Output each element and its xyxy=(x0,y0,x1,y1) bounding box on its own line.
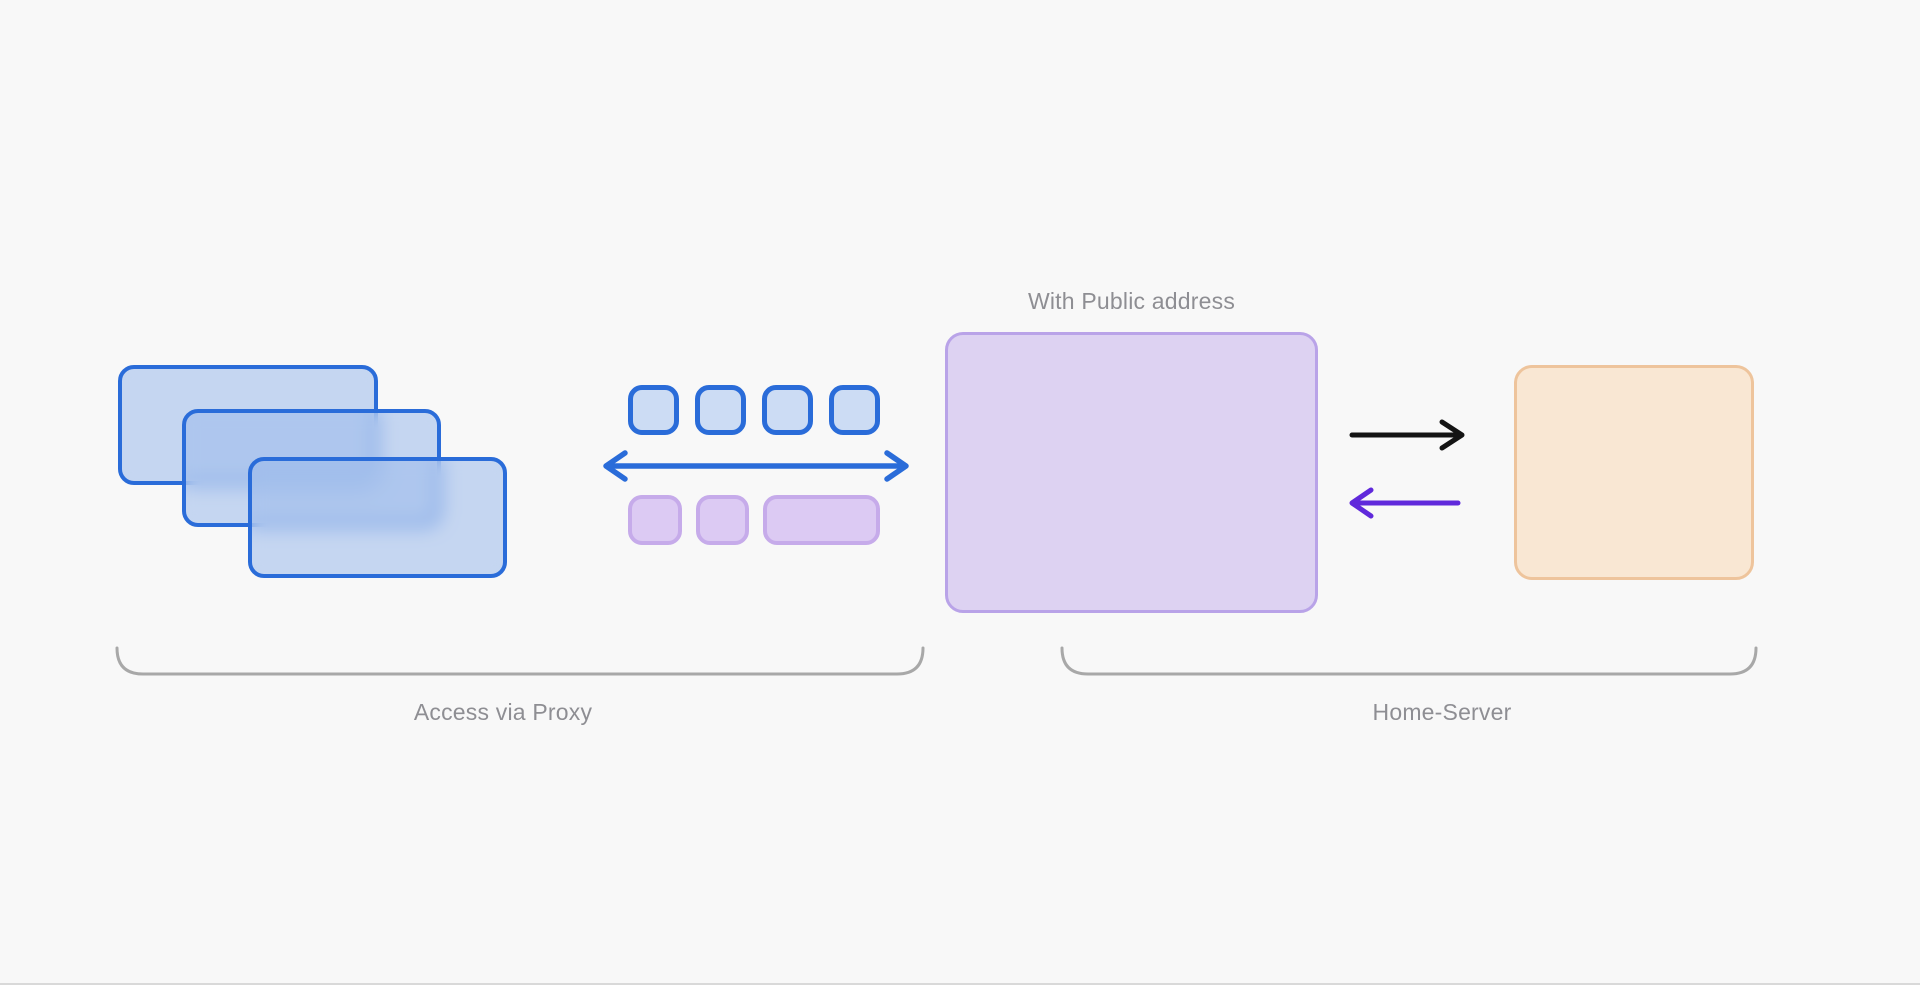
response-packet-2 xyxy=(696,495,749,545)
request-packet-2 xyxy=(695,385,746,435)
home-server-box xyxy=(1514,365,1754,580)
home-server-brace xyxy=(1060,646,1758,676)
access-via-proxy-label: Access via Proxy xyxy=(413,699,593,725)
response-packet-1 xyxy=(628,495,682,545)
response-arrow-icon xyxy=(1349,487,1461,519)
public-address-caption: With Public address xyxy=(1027,288,1236,314)
proxy-server-box xyxy=(945,332,1318,613)
request-packet-4 xyxy=(829,385,880,435)
screen-bottom-edge xyxy=(0,983,1920,985)
request-packet-1 xyxy=(628,385,679,435)
client-window-3 xyxy=(248,457,507,578)
request-packet-3 xyxy=(762,385,813,435)
home-server-label: Home-Server xyxy=(1372,699,1512,725)
access-via-proxy-brace xyxy=(115,646,925,676)
response-packet-3 xyxy=(763,495,880,545)
bidirectional-arrow-icon xyxy=(603,450,909,482)
request-arrow-icon xyxy=(1349,419,1465,451)
